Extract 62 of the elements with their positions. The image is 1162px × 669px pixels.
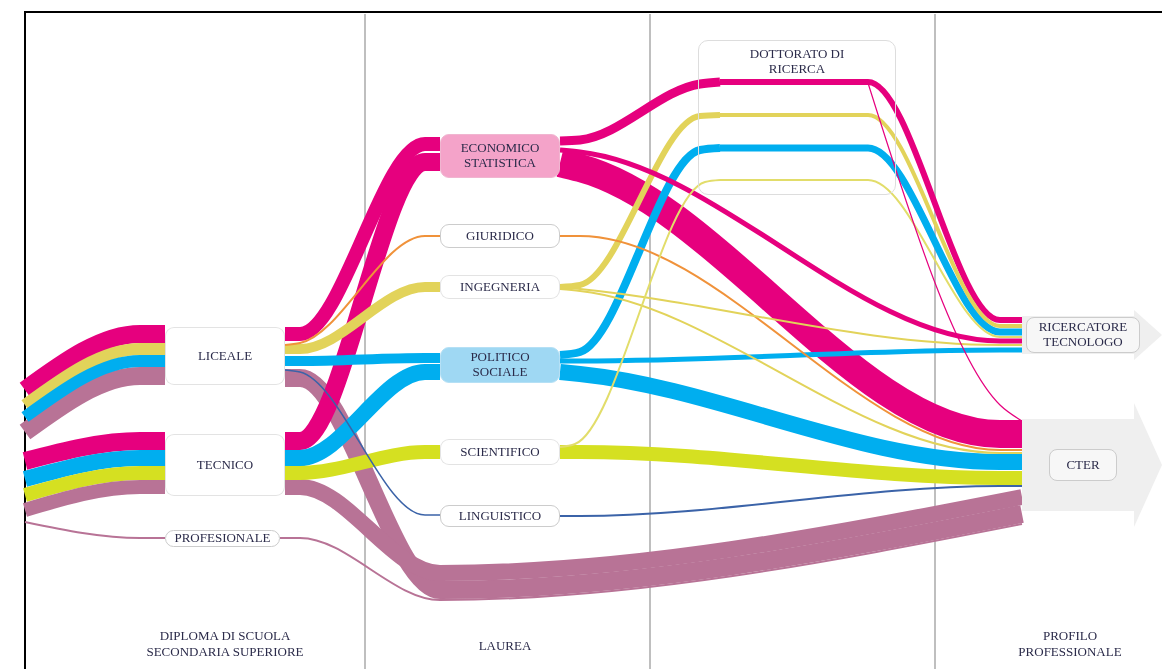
category-box [440,224,560,248]
node-label: DOTTORATO DI RICERCA [748,47,846,77]
flow-band [285,137,440,341]
column-heading: PROFILO PROFESSIONALE [1017,628,1123,661]
flow-line [284,235,441,346]
flow-band [285,353,440,366]
flow-band [559,364,1022,470]
flow-band [285,445,440,480]
flow-line [559,112,721,290]
flow-band [559,144,721,359]
node-label: LICEALE [197,348,253,364]
flow-line [559,235,1023,451]
category-box [440,347,560,383]
output-arrow [1022,403,1162,527]
node-label: RICERCATORE TECNOLOGO [1026,317,1140,353]
node-label: LINGUISTICO [458,508,542,524]
node-label: CTER [1049,448,1117,482]
flow-line [24,521,166,539]
category-box [165,530,280,547]
flow-line [720,113,1022,328]
flow-band [285,153,440,450]
category-box [440,439,560,465]
flow-line [560,347,1022,364]
flow-line [867,82,1023,422]
node-label: SCIENTIFICO [460,444,540,460]
flow-line [284,369,441,516]
flow-band [285,369,1024,599]
column-heading: DIPLOMA DI SCUOLA SECONDARIA SUPERIORE [145,628,305,661]
category-box [165,434,285,496]
flow-line [719,179,1023,338]
flow-band [21,355,165,422]
flow-band [19,367,165,440]
node-label: PROFESIONALE [174,531,271,546]
flow-band [22,432,165,470]
flow-band [285,479,1024,581]
node-label: POLITICO SOCIALE [469,350,531,380]
node-label: TECNICO [196,457,254,473]
flow-band [22,450,165,487]
node-label: ECONOMICO STATISTICA [459,141,541,171]
category-box [440,275,560,299]
flow-band [560,445,1022,485]
flow-band [23,480,165,517]
flow-line [720,79,1022,323]
column-heading: LAUREA [477,638,533,655]
category-box [440,505,560,527]
flow-band [19,325,165,398]
node-label: INGEGNERIA [459,279,541,295]
flow-band [559,77,721,146]
output-arrow [1022,310,1162,360]
flow-line [559,485,1023,517]
flow-line [559,179,721,448]
flow-band [285,364,440,466]
flow-band [285,282,440,354]
flow-band [23,466,165,502]
flow-band [21,343,165,410]
flow-line [559,288,1023,454]
flow-line [279,523,1023,601]
category-box [440,134,560,178]
category-box [165,327,285,385]
node-label: GIURIDICO [466,228,534,244]
group-box [698,40,896,195]
flow-line [559,147,1022,344]
